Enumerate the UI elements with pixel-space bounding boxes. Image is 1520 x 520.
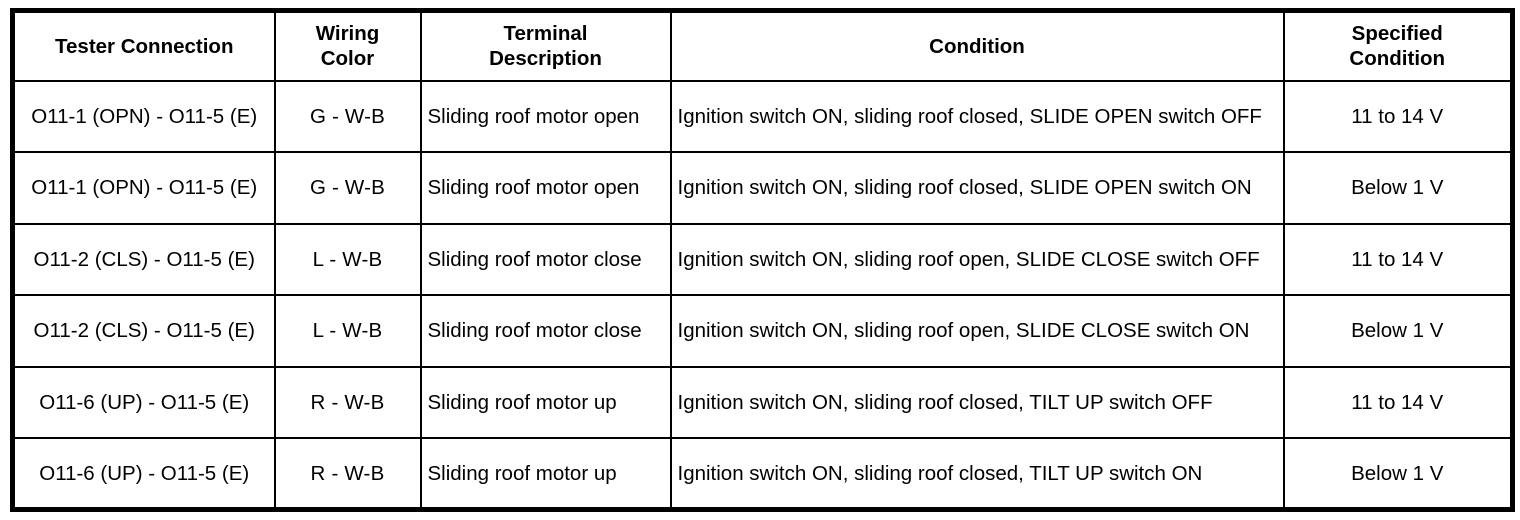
table-row: O11-1 (OPN) - O11-5 (E) G - W-B Sliding … — [11, 151, 1514, 225]
cell-terminal-description: Sliding roof motor close — [419, 294, 672, 368]
table-row: O11-1 (OPN) - O11-5 (E) G - W-B Sliding … — [11, 79, 1514, 153]
column-header-condition-label: Condition — [929, 34, 1025, 58]
column-header-tester-connection-label: Tester Connection — [55, 34, 234, 58]
cell-tester-connection: O11-6 (UP) - O11-5 (E) — [11, 365, 276, 439]
cell-wiring-color: L - W-B — [273, 294, 422, 368]
tester-connection-line2: (E) — [227, 319, 255, 343]
tester-connection-line1: O11-6 (UP) - O11-5 — [39, 461, 217, 485]
cell-tester-connection: O11-1 (OPN) - O11-5 (E) — [11, 151, 276, 225]
column-header-terminal-description: Terminal Description — [419, 9, 672, 82]
tester-connection-line2: (E) — [229, 104, 258, 128]
cell-terminal-description: Sliding roof motor open — [419, 151, 672, 225]
cell-wiring-color: R - W-B — [273, 365, 422, 439]
header-row: Tester Connection Wiring Color Terminal … — [11, 9, 1514, 82]
column-header-terminal-description-line2: Description — [489, 47, 602, 71]
column-header-terminal-description-line1: Terminal — [503, 22, 588, 46]
table-header: Tester Connection Wiring Color Terminal … — [11, 9, 1514, 82]
column-header-specified-condition-line1: Specified — [1351, 22, 1443, 46]
cell-wiring-color: G - W-B — [273, 79, 422, 153]
cell-condition: Ignition switch ON, sliding roof open, S… — [669, 222, 1285, 296]
column-header-specified-condition-line2: Condition — [1349, 47, 1446, 71]
cell-tester-connection: O11-2 (CLS) - O11-5 (E) — [11, 294, 276, 368]
tester-connection-line2: (E) — [221, 461, 250, 485]
tester-connection-line1: O11-1 (OPN) - O11-5 — [31, 104, 225, 128]
cell-condition: Ignition switch ON, sliding roof closed,… — [669, 79, 1285, 153]
tester-connection-line2: (E) — [221, 390, 250, 414]
cell-tester-connection: O11-2 (CLS) - O11-5 (E) — [11, 222, 276, 296]
cell-terminal-description: Sliding roof motor up — [419, 437, 672, 511]
column-header-wiring-color-line2: Color — [320, 47, 375, 71]
cell-condition: Ignition switch ON, sliding roof open, S… — [669, 294, 1285, 368]
cell-specified-condition: Below 1 V — [1282, 151, 1514, 225]
cell-specified-condition: Below 1 V — [1282, 437, 1514, 511]
column-header-specified-condition: Specified Condition — [1282, 9, 1514, 82]
cell-wiring-color: R - W-B — [273, 437, 422, 511]
table-body: O11-1 (OPN) - O11-5 (E) G - W-B Sliding … — [11, 79, 1514, 511]
tester-connection-line1: O11-6 (UP) - O11-5 — [39, 390, 217, 414]
inspection-spec-table: Tester Connection Wiring Color Terminal … — [10, 8, 1515, 512]
cell-terminal-description: Sliding roof motor up — [419, 365, 672, 439]
cell-specified-condition: 11 to 14 V — [1282, 222, 1514, 296]
tester-connection-line1: O11-2 (CLS) - O11-5 — [33, 247, 222, 271]
cell-specified-condition: 11 to 14 V — [1282, 365, 1514, 439]
cell-tester-connection: O11-1 (OPN) - O11-5 (E) — [11, 79, 276, 153]
table-row: O11-2 (CLS) - O11-5 (E) L - W-B Sliding … — [11, 294, 1514, 368]
cell-condition: Ignition switch ON, sliding roof closed,… — [669, 151, 1285, 225]
cell-condition: Ignition switch ON, sliding roof closed,… — [669, 365, 1285, 439]
cell-tester-connection: O11-6 (UP) - O11-5 (E) — [11, 437, 276, 511]
column-header-wiring-color-line1: Wiring — [315, 22, 380, 46]
column-header-wiring-color: Wiring Color — [273, 9, 422, 82]
cell-wiring-color: G - W-B — [273, 151, 422, 225]
column-header-condition: Condition — [669, 9, 1285, 82]
table-row: O11-6 (UP) - O11-5 (E) R - W-B Sliding r… — [11, 365, 1514, 439]
tester-connection-line2: (E) — [229, 176, 258, 200]
cell-specified-condition: 11 to 14 V — [1282, 79, 1514, 153]
cell-terminal-description: Sliding roof motor close — [419, 222, 672, 296]
tester-connection-line1: O11-2 (CLS) - O11-5 — [33, 319, 222, 343]
cell-terminal-description: Sliding roof motor open — [419, 79, 672, 153]
tester-connection-line2: (E) — [227, 247, 255, 271]
tester-connection-line1: O11-1 (OPN) - O11-5 — [31, 176, 225, 200]
table-row: O11-6 (UP) - O11-5 (E) R - W-B Sliding r… — [11, 437, 1514, 511]
table-row: O11-2 (CLS) - O11-5 (E) L - W-B Sliding … — [11, 222, 1514, 296]
column-header-tester-connection: Tester Connection — [11, 9, 276, 82]
cell-condition: Ignition switch ON, sliding roof closed,… — [669, 437, 1285, 511]
cell-specified-condition: Below 1 V — [1282, 294, 1514, 368]
cell-wiring-color: L - W-B — [273, 222, 422, 296]
